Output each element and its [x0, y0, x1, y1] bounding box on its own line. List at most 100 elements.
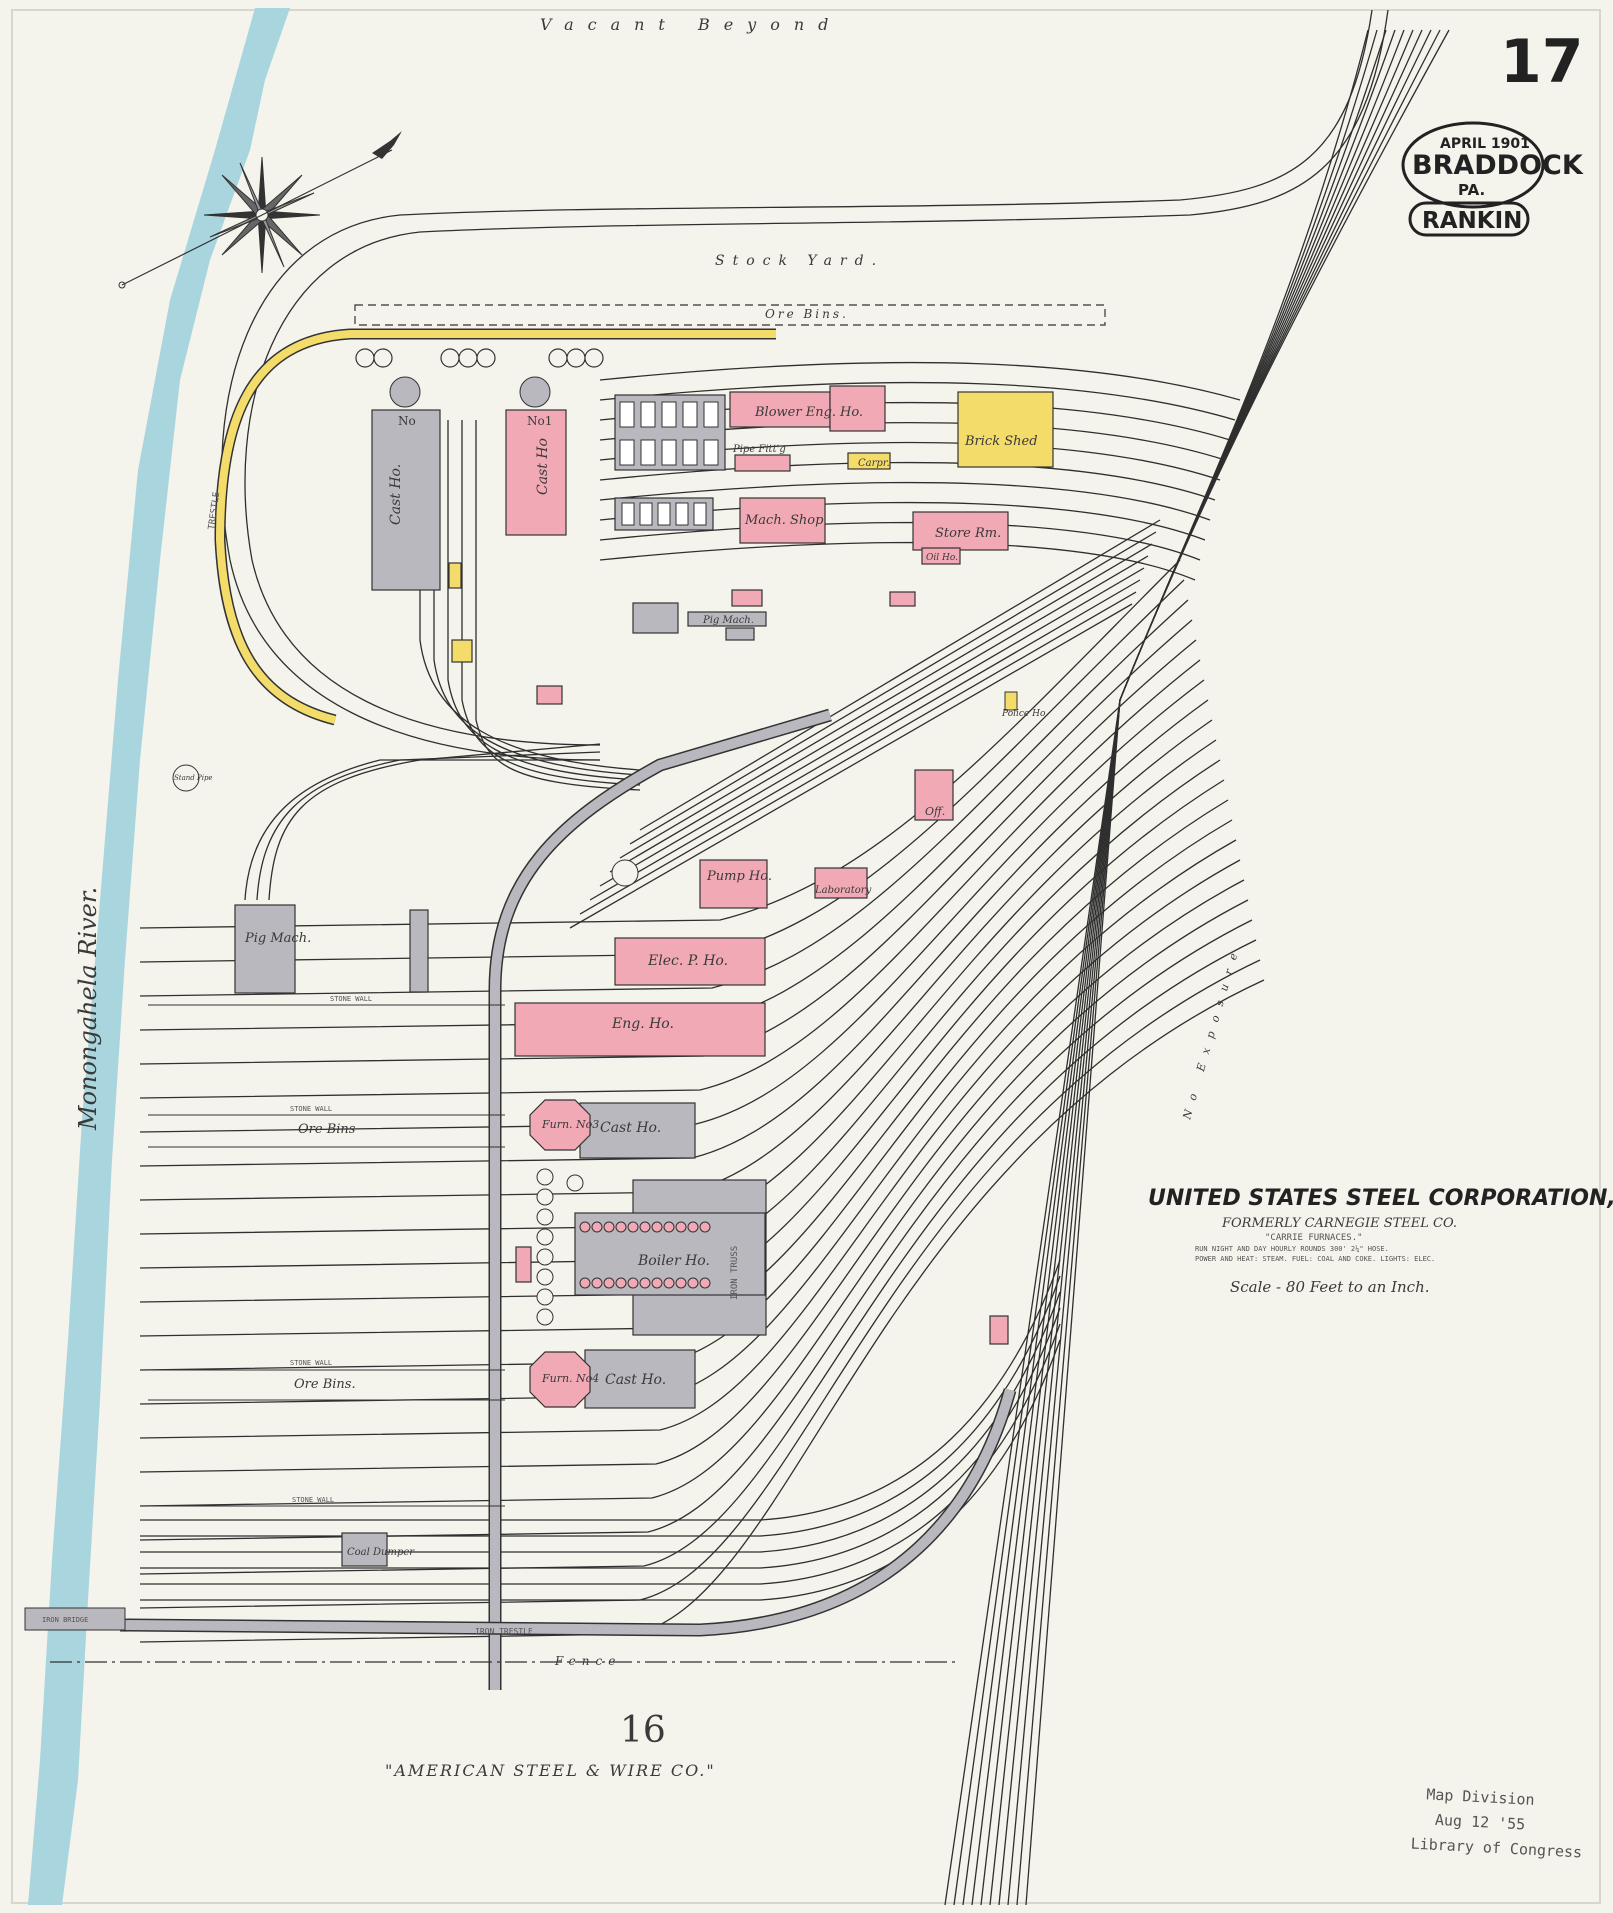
yard-track-16 [139, 879, 1245, 1473]
pipe-fitting-shop [734, 454, 791, 472]
cast-ho-3-label: Cast Ho. [600, 1120, 661, 1136]
top-loop-track-inner [244, 9, 1389, 746]
fence-label: Fence [554, 1654, 621, 1668]
small-shed-j [725, 627, 755, 641]
office-building [914, 769, 954, 821]
yard-track-1 [139, 579, 1185, 963]
stone-wall-label-2: STONE WALL [290, 1105, 332, 1113]
sheet-date: APRIL 1901 [1440, 136, 1530, 152]
monongahela-river [28, 8, 290, 1905]
compass-rose-icon [118, 131, 402, 289]
river-label: Monongahela River. [74, 887, 102, 1131]
note-line-1: RUN NIGHT AND DAY HOURLY ROUNDS 300' 2¼"… [1195, 1245, 1389, 1253]
yard-track-21 [139, 979, 1265, 1643]
state-name: PA. [1458, 181, 1485, 199]
small-house-southeast [989, 1315, 1009, 1345]
furnace-west [389, 376, 421, 408]
furnace-no1 [519, 376, 551, 408]
subdivision-name: RANKIN [1422, 208, 1522, 234]
formerly-line: FORMERLY CARNEGIE STEEL CO. [1221, 1216, 1457, 1231]
ore-bins-mid-label: Ore Bins [298, 1122, 356, 1137]
cast-ho-4-label: Cast Ho. [605, 1372, 666, 1388]
police-house [1004, 691, 1018, 711]
blower-engine-house [729, 391, 831, 428]
eng-ho-label: Eng. Ho. [611, 1016, 674, 1032]
west-loop-track-0 [419, 420, 641, 771]
blower-label: Blower Eng. [754, 405, 836, 420]
stamp-line-2: Aug 12 '55 [1435, 1811, 1526, 1834]
pig-machine-west [234, 904, 296, 994]
yard-track-15 [139, 859, 1241, 1439]
diagonal-track-0 [639, 519, 1161, 831]
town-name: BRADDOCK [1412, 150, 1584, 181]
pump-house [699, 859, 768, 909]
pump-ho-label: Pump Ho. [706, 869, 772, 884]
stoves-south [536, 1168, 584, 1326]
oil-house [921, 547, 961, 565]
building-g [614, 497, 714, 531]
iron-bridge [24, 1607, 126, 1631]
yard-track-14 [139, 839, 1237, 1405]
diagonal-track-4 [599, 567, 1145, 887]
iron-truss-label: IRON TRUSS [730, 1246, 740, 1300]
coal-dumper-label: Coal Dumper [347, 1547, 415, 1558]
vertical-trestle [490, 710, 832, 1690]
coal-dumper [341, 1532, 388, 1567]
american-steel-label: "AMERICAN STEEL & WIRE CO." [385, 1761, 716, 1780]
oil-ho-label: Oil Ho. [926, 553, 958, 563]
stone-wall-label-3: STONE WALL [290, 1359, 332, 1367]
building-k [632, 602, 679, 634]
small-house-east [889, 591, 916, 607]
location-cartouche: APRIL 1901 BRADDOCK PA. RANKIN [1401, 121, 1584, 237]
brick-shed [957, 391, 1054, 468]
laboratory [814, 867, 868, 899]
yellow-shed-1 [448, 562, 462, 589]
building-a [614, 394, 726, 471]
diagonal-track-6 [579, 591, 1137, 915]
diagonal-track-7 [569, 603, 1133, 929]
yard-track-8 [139, 719, 1213, 1201]
laboratory-label: Laboratory [814, 885, 872, 896]
south-yard-track-4 [140, 1323, 1061, 1585]
upper-yard-track-7 [599, 501, 1206, 541]
stand-pipe-label: Stand Pipe [174, 774, 213, 782]
furnace-no1-label: No1 [527, 414, 552, 428]
trunk-track-9 [1025, 29, 1450, 1906]
pump-shed [451, 639, 473, 663]
police-label: Police Ho. [1001, 709, 1048, 719]
electric-power-house [614, 937, 766, 986]
yard-track-13 [139, 819, 1233, 1371]
furnace-4 [529, 1351, 591, 1408]
cast-house-4 [584, 1349, 696, 1409]
works-name: "CARRIE FURNACES." [1265, 1233, 1363, 1243]
pig-mach-w-label: Pig Mach. [244, 931, 311, 946]
south-yard-track-3 [140, 1307, 1061, 1569]
cast-house-3 [579, 1102, 696, 1159]
furnace-3 [529, 1099, 591, 1151]
off-label: Off. [925, 805, 945, 818]
machine-shop [739, 497, 826, 544]
yellow-trestle [215, 330, 776, 724]
pig-machine-top [687, 611, 767, 627]
store-rm-label: Store Rm. [935, 526, 1001, 541]
top-loop-track [221, 9, 1373, 761]
boiler-row [579, 1221, 711, 1289]
pig-machine-track-0 [244, 759, 600, 901]
boiler-ho-label: Boiler Ho. [637, 1253, 710, 1269]
mach-shop-label: Mach. Shop [744, 513, 824, 528]
top-note: Vacant Beyond [540, 15, 842, 34]
stone-wall-label-4: STONE WALL [292, 1496, 334, 1504]
page-number: 17 [1500, 27, 1584, 97]
stock-yard-label: Stock Yard. [715, 253, 884, 269]
iron-trestle-label: IRON TRESTLE [475, 1627, 533, 1636]
pig-machine-track-2 [268, 743, 601, 901]
upper-yard-track-6 [599, 481, 1211, 521]
furnace-west-label: No [398, 414, 416, 428]
building-r [409, 909, 429, 993]
ore-bins-low-label: Ore Bins. [294, 1377, 356, 1392]
pipe-fitt-label: Pipe Fitt'g [732, 444, 786, 455]
stamp-line-1: Map Division [1426, 1785, 1535, 1809]
cast-house-east-label: Cast Ho [535, 438, 551, 495]
